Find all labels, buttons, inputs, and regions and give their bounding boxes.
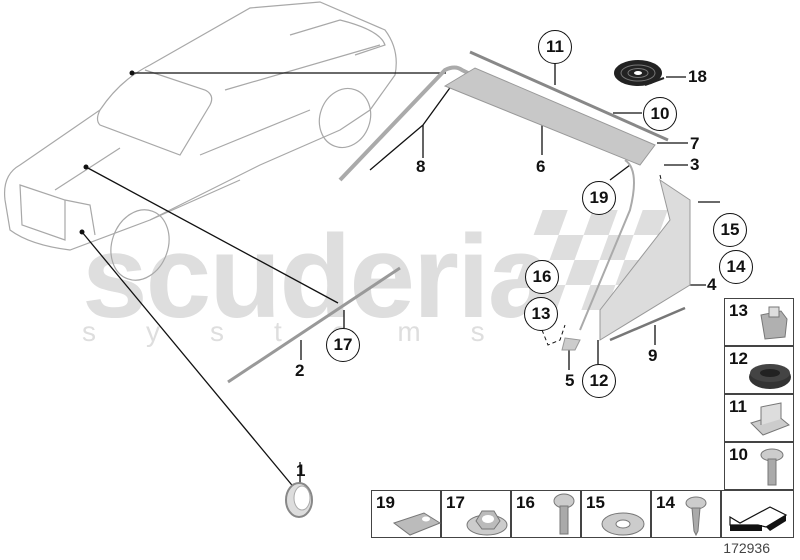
callout-17[interactable]: 17 bbox=[326, 328, 360, 362]
legend-num: 14 bbox=[656, 493, 675, 512]
legend-cell-13[interactable]: 13 bbox=[724, 298, 794, 346]
legend-num: 11 bbox=[729, 397, 747, 416]
callout-6[interactable]: 6 bbox=[536, 157, 546, 176]
legend-cell-10[interactable]: 10 bbox=[724, 442, 794, 490]
bracket-plate-icon bbox=[392, 512, 442, 536]
ring-part bbox=[285, 482, 313, 518]
legend-cell-11[interactable]: 11 bbox=[724, 394, 794, 442]
callout-12[interactable]: 12 bbox=[582, 364, 616, 398]
legend-cell-14[interactable]: 14 bbox=[651, 490, 721, 538]
arrow-symbol-icon bbox=[729, 506, 788, 531]
legend-cell-15[interactable]: 15 bbox=[581, 490, 651, 538]
legend-num: 15 bbox=[586, 493, 605, 512]
washer-icon bbox=[601, 512, 645, 536]
screw-icon bbox=[760, 448, 784, 486]
legend-cell-12[interactable]: 12 bbox=[724, 346, 794, 394]
diagram-reference-id: 172936 bbox=[723, 540, 770, 556]
tapping-screw-icon bbox=[685, 496, 707, 537]
callout-5[interactable]: 5 bbox=[565, 371, 575, 390]
trim-parts bbox=[227, 50, 691, 384]
clip-icon bbox=[750, 402, 790, 436]
callout-8[interactable]: 8 bbox=[416, 157, 426, 176]
callout-10[interactable]: 10 bbox=[643, 97, 677, 131]
callout-11[interactable]: 11 bbox=[538, 30, 572, 64]
watermark-title: scuderia bbox=[82, 211, 553, 343]
legend-num: 17 bbox=[446, 493, 465, 512]
watermark-subtitle: systems bbox=[82, 316, 535, 347]
bolt-icon bbox=[553, 493, 575, 535]
grommet-icon bbox=[749, 364, 791, 389]
legend-cell-16[interactable]: 16 bbox=[511, 490, 581, 538]
legend-num: 16 bbox=[516, 493, 535, 512]
clip-nut-icon bbox=[760, 306, 788, 340]
legend-num: 12 bbox=[729, 349, 748, 368]
callout-1[interactable]: 1 bbox=[296, 461, 306, 480]
tape-roll bbox=[614, 60, 665, 86]
callout-9[interactable]: 9 bbox=[648, 346, 658, 365]
callout-13[interactable]: 13 bbox=[524, 297, 558, 331]
leader-lines bbox=[81, 63, 720, 491]
callout-16[interactable]: 16 bbox=[525, 260, 559, 294]
callout-19[interactable]: 19 bbox=[582, 181, 616, 215]
flange-nut-icon bbox=[466, 510, 508, 536]
callout-18[interactable]: 18 bbox=[688, 67, 707, 86]
legend-cell-19[interactable]: 19 bbox=[371, 490, 442, 538]
legend-cell-arrow[interactable] bbox=[721, 490, 794, 538]
legend-cell-17[interactable]: 17 bbox=[441, 490, 511, 538]
callout-14[interactable]: 14 bbox=[719, 250, 753, 284]
callout-15[interactable]: 15 bbox=[713, 213, 747, 247]
callout-4[interactable]: 4 bbox=[707, 275, 717, 294]
callout-7[interactable]: 7 bbox=[690, 134, 700, 153]
legend-num: 13 bbox=[729, 301, 748, 320]
legend-num: 10 bbox=[729, 445, 748, 464]
callout-2[interactable]: 2 bbox=[295, 361, 305, 380]
car-outline bbox=[3, 1, 397, 281]
callout-3[interactable]: 3 bbox=[690, 155, 700, 174]
legend-num: 19 bbox=[376, 493, 395, 512]
